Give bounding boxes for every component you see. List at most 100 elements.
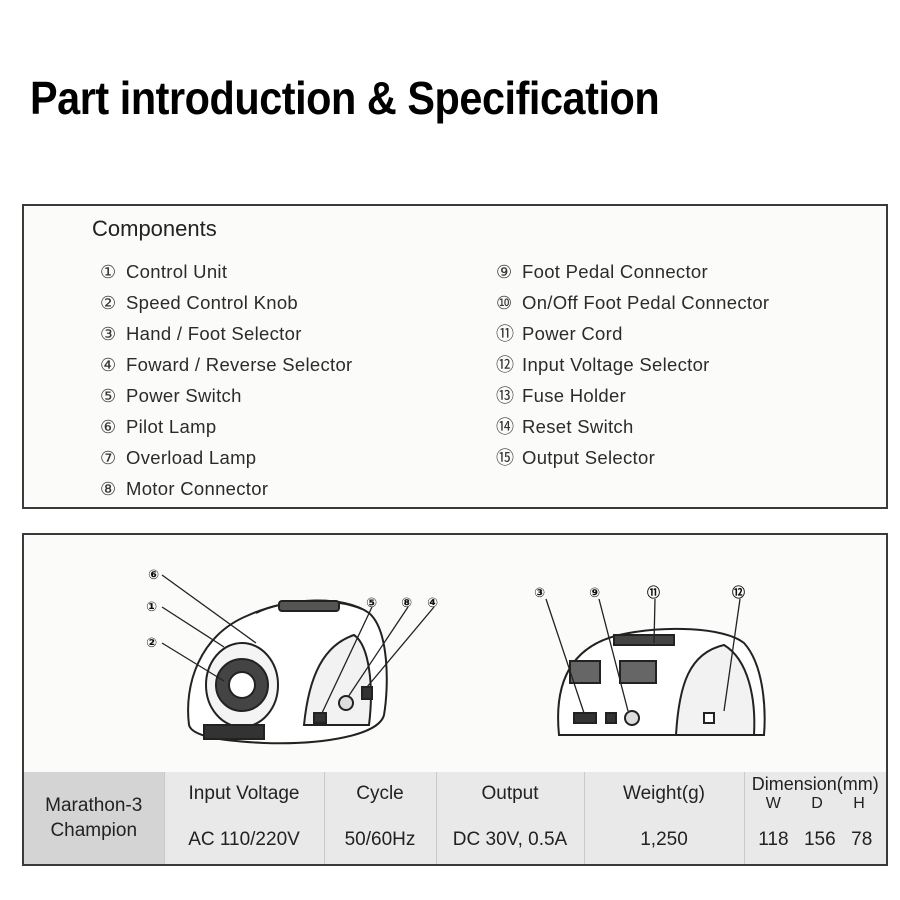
value-depth: 156: [803, 829, 836, 851]
front-callout-lines: [161, 574, 435, 714]
front-motor-connector: [338, 695, 354, 711]
component-number: ⑭: [496, 417, 515, 437]
component-label: Foward / Reverse Selector: [126, 354, 353, 375]
component-number: ⑥: [100, 417, 117, 437]
component-number: ③: [100, 324, 117, 344]
component-label: Reset Switch: [522, 416, 634, 437]
callout-back-3: ③: [534, 586, 545, 601]
component-number: ⑪: [496, 324, 515, 344]
component-item: ⑪ Power Cord: [496, 318, 769, 349]
callout-front-2: ②: [146, 636, 157, 651]
components-panel: Components ① Control Unit ② Speed Control …: [22, 204, 888, 509]
front-top-vent: [278, 600, 340, 612]
component-number: ①: [100, 262, 117, 282]
component-label: Output Selector: [522, 447, 656, 468]
component-label: Hand / Foot Selector: [126, 323, 302, 344]
speed-knob: [228, 671, 256, 699]
component-number: ⑦: [100, 448, 117, 468]
callout-front-5: ⑤: [366, 596, 377, 611]
callout-front-4: ④: [427, 596, 438, 611]
back-selector-switches: [573, 712, 597, 724]
component-number: ⑫: [496, 355, 515, 375]
component-label: Speed Control Knob: [126, 292, 299, 313]
callout-back-12: ⑫: [732, 585, 745, 601]
component-item: ⑤ Power Switch: [100, 380, 353, 411]
value-input-voltage: AC 110/220V: [164, 816, 325, 864]
back-top-vent: [613, 634, 675, 646]
back-view-drawing: [557, 627, 766, 736]
components-list-left: ① Control Unit ② Speed Control Knob ③ Hand …: [100, 256, 353, 504]
back-callouts: ③ ⑨ ⑪ ⑫: [534, 585, 745, 601]
component-item: ⑭ Reset Switch: [496, 411, 769, 442]
component-label: Overload Lamp: [126, 447, 257, 468]
component-number: ⑬: [496, 386, 515, 406]
model-line-2: Champion: [50, 820, 138, 841]
component-number: ⑤: [100, 386, 117, 406]
page-title: Part introduction & Specification: [30, 72, 660, 124]
component-item: ① Control Unit: [100, 256, 353, 287]
back-power-cord-socket: [624, 710, 640, 726]
header-cycle: Cycle: [324, 772, 437, 817]
front-callouts: ⑥ ① ② ⑤ ⑧ ④: [146, 568, 438, 651]
value-dimensions: 118 156 78: [744, 817, 886, 864]
component-number: ⑮: [496, 448, 515, 468]
value-cycle: 50/60Hz: [324, 816, 437, 864]
callout-back-11: ⑪: [647, 585, 660, 601]
back-mid-vent: [619, 660, 657, 684]
component-label: Power Switch: [126, 385, 242, 406]
component-item: ⑦ Overload Lamp: [100, 442, 353, 473]
component-label: Foot Pedal Connector: [522, 261, 708, 282]
header-depth: D: [811, 795, 823, 813]
callout-back-9: ⑨: [589, 586, 600, 601]
dimension-subheaders: W D H: [745, 794, 887, 814]
component-label: Fuse Holder: [522, 385, 627, 406]
component-item: ③ Hand / Foot Selector: [100, 318, 353, 349]
value-width: 118: [758, 829, 789, 851]
spec-table: Marathon-3 Champion Input Voltage Cycle …: [24, 772, 886, 864]
back-left-vent: [569, 660, 601, 684]
component-label: Control Unit: [126, 261, 228, 282]
value-weight: 1,250: [584, 816, 745, 864]
component-label: Motor Connector: [126, 478, 269, 499]
model-line-1: Marathon-3: [45, 795, 143, 816]
model-name-cell: Marathon-3 Champion: [24, 772, 165, 864]
value-height: 78: [851, 829, 873, 851]
front-bottom-vent: [203, 724, 265, 740]
component-item: ⑨ Foot Pedal Connector: [496, 256, 769, 287]
callout-front-1: ①: [146, 600, 157, 615]
component-number: ⑧: [100, 479, 117, 499]
component-item: ⑧ Motor Connector: [100, 473, 353, 504]
header-input-voltage: Input Voltage: [164, 772, 325, 817]
spec-value-row: AC 110/220V 50/60Hz DC 30V, 0.5A 1,250 1…: [24, 816, 886, 864]
component-number: ⑩: [496, 293, 513, 313]
component-label: On/Off Foot Pedal Connector: [522, 292, 770, 313]
back-side-panel: [674, 643, 756, 736]
header-weight: Weight(g): [584, 772, 745, 817]
component-label: Power Cord: [522, 323, 623, 344]
back-voltage-selector: [703, 712, 715, 724]
header-width: W: [765, 795, 781, 813]
front-power-switch: [313, 712, 327, 724]
back-callout-lines: [545, 598, 741, 714]
component-item: ④ Foward / Reverse Selector: [100, 349, 353, 380]
header-height: H: [853, 795, 865, 813]
device-diagram: ⑥ ① ② ⑤ ⑧ ④ ③ ⑨ ⑪ ⑫: [146, 568, 766, 745]
component-number: ⑨: [496, 262, 513, 282]
component-item: ⑮ Output Selector: [496, 442, 769, 473]
front-view-drawing: [187, 599, 388, 745]
header-dimension: Dimension(mm) W D H: [744, 772, 886, 817]
components-heading: Components: [92, 216, 217, 241]
components-list-right: ⑨ Foot Pedal Connector ⑩ On/Off Foot Pedal…: [496, 256, 769, 473]
callout-front-6: ⑥: [148, 568, 159, 583]
component-item: ⑬ Fuse Holder: [496, 380, 769, 411]
callout-front-8: ⑧: [401, 596, 412, 611]
back-foot-connector: [605, 712, 617, 724]
component-number: ②: [100, 293, 117, 313]
diagram-panel: ⑥ ① ② ⑤ ⑧ ④ ③ ⑨ ⑪ ⑫: [22, 533, 888, 866]
header-dimension-label: Dimension(mm): [751, 774, 879, 795]
component-label: Pilot Lamp: [126, 416, 217, 437]
component-number: ④: [100, 355, 117, 375]
spec-header-row: Marathon-3 Champion Input Voltage Cycle …: [24, 772, 886, 864]
value-output: DC 30V, 0.5A: [436, 816, 585, 864]
